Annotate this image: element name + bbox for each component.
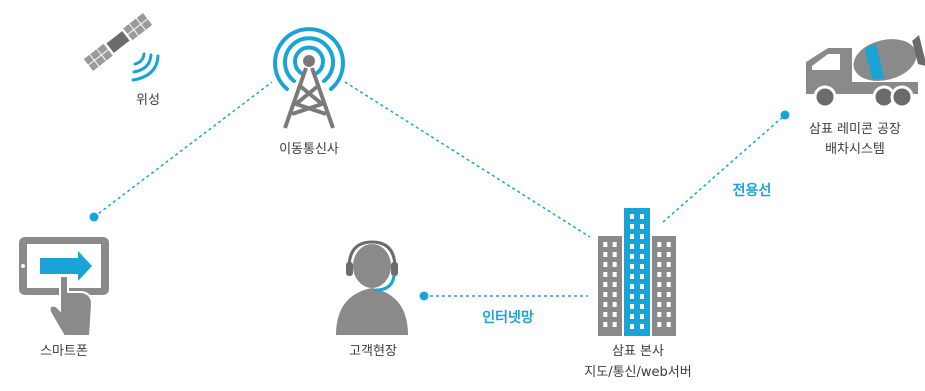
line-smartphone-telecom <box>93 81 273 218</box>
endpoint-dot-customer <box>419 291 429 301</box>
smartphone-label: 스마트폰 <box>40 344 88 359</box>
satellite-icon <box>82 11 160 82</box>
leased-line-label: 전용선 <box>732 183 772 199</box>
headset-person-icon <box>336 240 408 335</box>
internet-link-label: 인터넷망 <box>482 310 534 326</box>
connection-lines <box>93 81 786 297</box>
cell-tower-icon <box>273 27 345 129</box>
hq-label-line2: 지도/통신/web서버 <box>584 365 692 380</box>
hq-label-line1: 삼표 본사 <box>612 344 664 359</box>
telecom-label: 이동통신사 <box>279 142 339 157</box>
customer-label: 고객현장 <box>349 344 397 359</box>
satellite-label: 위성 <box>136 93 160 108</box>
endpoint-dot-plant <box>780 110 790 120</box>
endpoint-dot-smartphone <box>89 212 99 222</box>
plant-label-line1: 삼표 레미콘 공장 <box>809 122 901 137</box>
plant-label-line2: 배차시스템 <box>825 142 885 157</box>
mixer-truck-icon <box>806 35 925 109</box>
office-building-icon <box>598 208 676 336</box>
line-hq-plant <box>662 114 786 223</box>
line-telecom-hq <box>344 81 591 238</box>
smartphone-icon <box>19 237 109 337</box>
